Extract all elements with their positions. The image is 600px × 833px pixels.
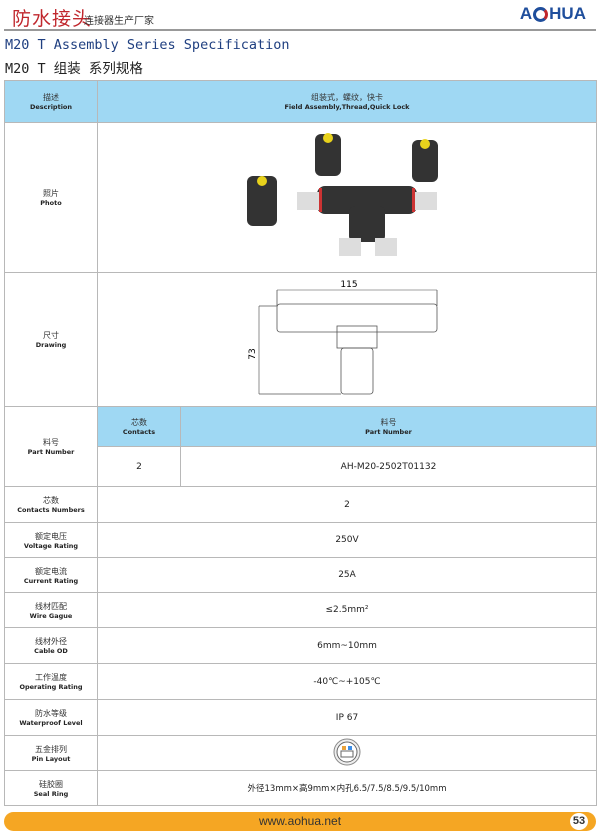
label-cn: 硅胶圈 [39, 779, 63, 789]
website-link[interactable]: www.aohua.net [258, 814, 342, 828]
label-cn: 五金排列 [35, 744, 67, 754]
brand-subtitle: 连接器生产厂家 [84, 16, 154, 27]
label-en: Wire Gague [29, 611, 73, 620]
voltage-value: 250V [97, 522, 597, 558]
label-cn: 防水等级 [35, 709, 67, 718]
label-cn: 工作温度 [35, 673, 67, 682]
height-dimension: 73 [248, 348, 258, 359]
label-en: Drawing [35, 341, 67, 349]
page-number: 53 [570, 813, 588, 830]
col-contacts-cn: 芯数 [131, 418, 147, 427]
label-en: Current Rating [23, 576, 79, 585]
contacts-value: 2 [97, 486, 597, 523]
label-en: Waterproof Level [19, 719, 83, 727]
dimension-drawing: 115 73 [248, 280, 438, 394]
title-en: M20 T Assembly Series Specification [5, 37, 290, 53]
label-cn: 描述 [43, 93, 59, 102]
title-cn: M20 T 组装 系列规格 [5, 61, 143, 77]
footer-bar: www.aohua.net 53 [4, 812, 596, 831]
width-dimension: 115 [340, 280, 357, 290]
label-en: Contacts Numbers [17, 506, 85, 514]
label-en: Voltage Rating [23, 541, 79, 550]
brand-title: 防水接头 [12, 8, 93, 30]
temp-value: -40℃~+105℃ [97, 663, 597, 700]
label-cn: 尺寸 [43, 331, 59, 340]
description-en: Field Assembly,Thread,Quick Lock [284, 103, 410, 111]
col-contacts-en: Contacts [122, 428, 156, 436]
header-divider [4, 29, 596, 31]
part-number: AH-M20-2502T01132 [180, 446, 597, 487]
label-en: Cable OD [34, 647, 68, 655]
cable-value: 6mm~10mm [97, 627, 597, 664]
label-en: Part Number [27, 448, 75, 456]
label-cn: 线材匹配 [35, 601, 67, 611]
description-cn: 组装式，螺纹，快卡 [311, 93, 383, 102]
current-value: 25A [97, 557, 597, 593]
label-en: Operating Rating [19, 683, 83, 691]
label-en: Description [29, 103, 73, 111]
label-en: Seal Ring [33, 789, 69, 798]
pin-layout-icon [333, 738, 361, 765]
col-part-cn: 料号 [380, 418, 397, 427]
product-photo [247, 133, 438, 256]
wire-value: ≤2.5mm² [97, 592, 597, 628]
label-cn: 线材外径 [35, 637, 67, 646]
seal-value: 外径13mm×高9mm×内孔6.5/7.5/8.5/9.5/10mm [97, 770, 597, 806]
label-cn: 照片 [43, 189, 59, 198]
label-cn: 芯数 [43, 496, 59, 505]
col-part-en: Part Number [365, 428, 412, 436]
label-cn: 料号 [43, 438, 59, 447]
label-en: Pin Layout [31, 754, 71, 763]
label-cn: 额定电压 [35, 531, 67, 541]
label-en: Photo [40, 199, 62, 207]
ip-value: IP 67 [97, 699, 597, 736]
part-contacts: 2 [97, 446, 181, 487]
label-cn: 额定电流 [35, 566, 67, 576]
